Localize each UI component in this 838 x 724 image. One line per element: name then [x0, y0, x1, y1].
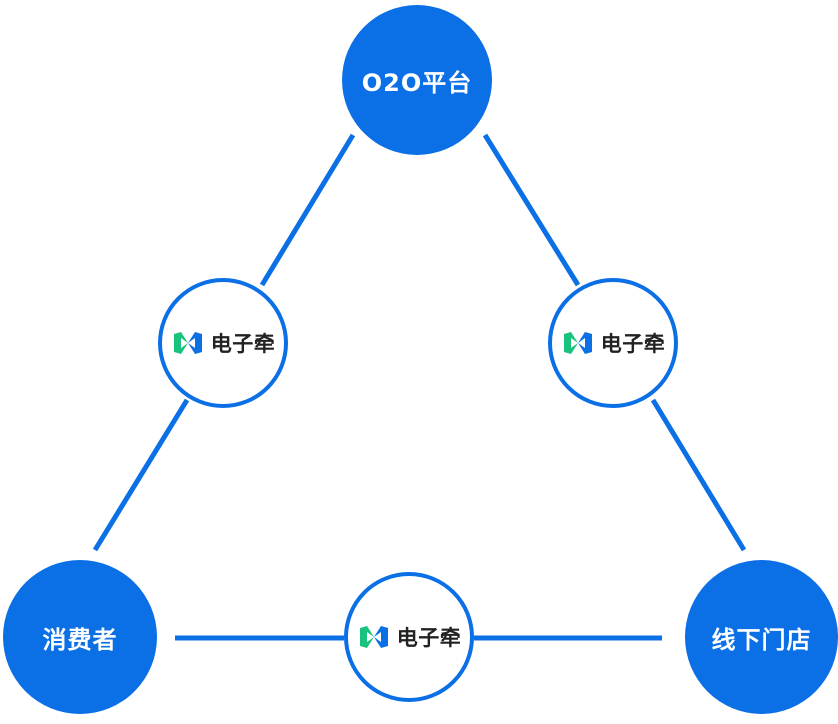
node-label: 线下门店 — [711, 625, 812, 654]
electronic-leash-logo-icon — [173, 332, 202, 354]
edge-top-right-upper — [482, 133, 581, 287]
brand-name: 电子牵 — [600, 332, 666, 356]
brand-name: 电子牵 — [396, 626, 462, 650]
node-offline-store: 线下门店 — [685, 560, 838, 714]
node-consumer: 消费者 — [3, 560, 157, 714]
connector-bottom: 电子牵 — [344, 572, 474, 702]
brand-mark: 电子牵 — [561, 328, 666, 358]
node-label: 消费者 — [42, 625, 118, 654]
brand-mark: 电子牵 — [171, 328, 276, 358]
node-label: O2O平台 — [361, 68, 473, 97]
edge-top-left-lower — [92, 398, 190, 552]
electronic-leash-logo-icon — [563, 332, 592, 354]
brand-name: 电子牵 — [210, 332, 276, 356]
brand-mark: 电子牵 — [357, 622, 462, 652]
connector-right: 电子牵 — [548, 278, 678, 408]
connector-left: 电子牵 — [158, 278, 288, 408]
electronic-leash-logo-icon — [359, 626, 388, 648]
edge-top-left-upper — [259, 133, 356, 287]
node-o2o-platform: O2O平台 — [342, 5, 492, 155]
edge-top-right-lower — [650, 398, 747, 552]
